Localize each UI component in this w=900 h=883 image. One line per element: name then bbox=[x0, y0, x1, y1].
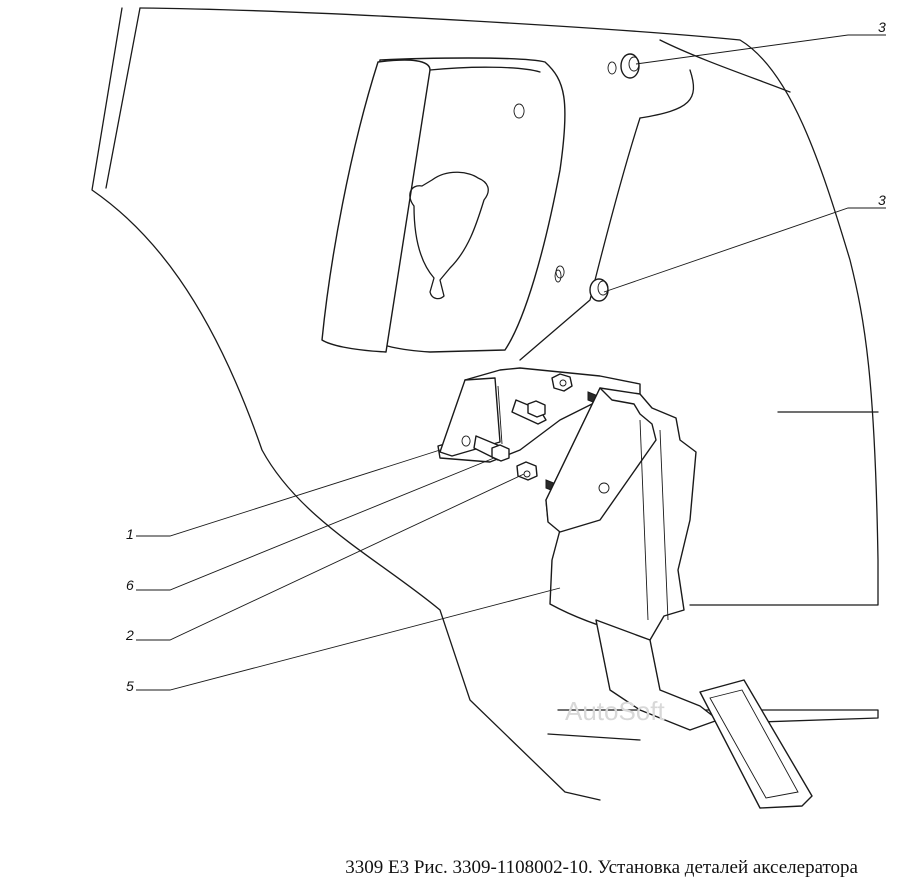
leader-lines bbox=[136, 34, 886, 691]
bump-stop-upper bbox=[620, 53, 640, 79]
callout-5: 5 bbox=[126, 678, 134, 694]
cab-body-outline bbox=[91, 7, 879, 801]
callout-2: 2 bbox=[125, 627, 134, 643]
bump-stop-lower bbox=[589, 278, 609, 302]
callout-3-lower: 3 bbox=[878, 192, 886, 208]
bolt-nut-set bbox=[473, 373, 599, 493]
pedal-housing bbox=[545, 387, 697, 641]
watermark-text: AutoSoft bbox=[565, 696, 666, 726]
accelerator-pedal bbox=[595, 619, 813, 809]
figure-caption: 3309 Е3 Рис. 3309-1108002-10. Установка … bbox=[345, 857, 858, 878]
callout-6: 6 bbox=[126, 577, 134, 593]
callout-3-upper: 3 bbox=[878, 19, 886, 35]
callout-1: 1 bbox=[126, 526, 134, 542]
pedal-mount-plate bbox=[321, 57, 566, 353]
